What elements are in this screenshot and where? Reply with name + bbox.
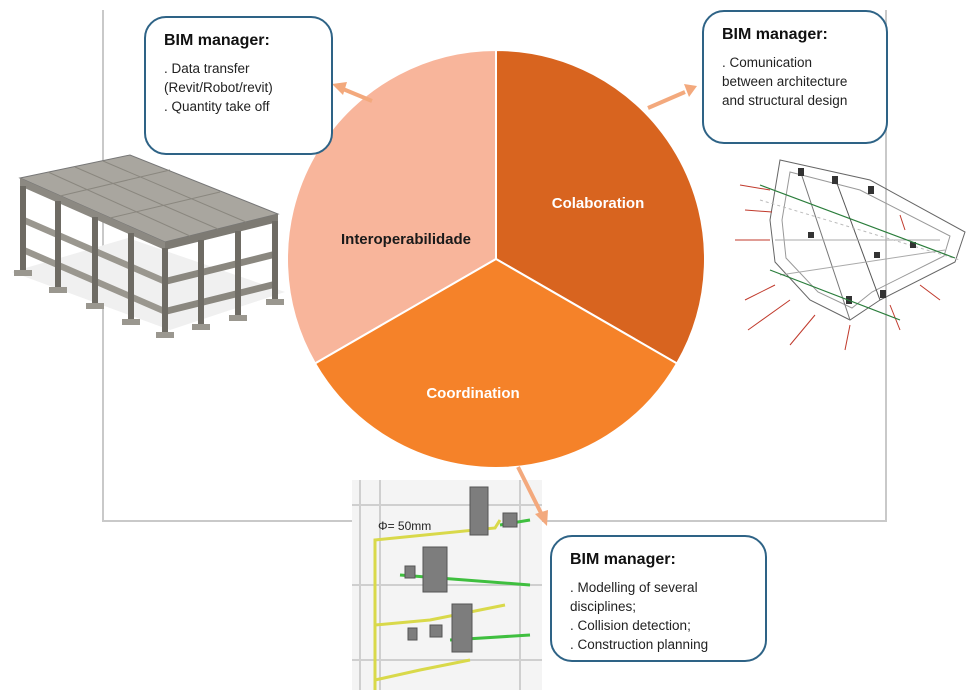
callout-line: between architecture (722, 74, 848, 89)
callout-line: . Modelling of several (570, 580, 698, 595)
pie-chart: Interoperabilidade ColaborationCoordinati… (286, 48, 706, 469)
pie-label-interop: Interoperabilidade (341, 231, 471, 248)
pie-label-colab: Colaboration (552, 195, 645, 212)
arrowhead-bottom (535, 510, 548, 526)
callout-title: BIM manager: (570, 551, 676, 568)
callout-line: . Construction planning (570, 637, 709, 652)
pipe-model-image: Φ= 50mm (352, 480, 542, 690)
callout-line: . Quantity take off (164, 99, 270, 114)
floor-plan-image (735, 159, 966, 351)
callout-title: BIM manager: (722, 26, 828, 43)
arrow-to-bottom (516, 466, 543, 514)
building-model-image (12, 154, 285, 338)
connector-arrows (332, 82, 697, 526)
callout-line: . Collision detection; (570, 618, 691, 633)
pipe-diameter-label: Φ= 50mm (378, 519, 431, 533)
callout-line: (Revit/Robot/revit) (164, 80, 273, 95)
callout-coordination: BIM manager: . Modelling of several disc… (550, 535, 767, 662)
callout-line: and structural design (722, 93, 848, 108)
callout-interoperability: BIM manager: . Data transfer (Revit/Robo… (144, 16, 333, 155)
callout-collaboration: BIM manager: . Comunication between arch… (702, 10, 888, 144)
callout-line: . Comunication (722, 55, 813, 70)
pie-label-coord: Coordination (426, 385, 519, 402)
arrowhead-top-left (332, 82, 347, 95)
callout-line: disciplines; (570, 599, 637, 614)
pie-segment-colab (495, 48, 706, 365)
arrowhead-top-right (684, 84, 697, 97)
arrow-to-top-left (342, 87, 373, 103)
callout-line: . Data transfer (164, 61, 250, 76)
frame-line-right (885, 10, 887, 522)
pie-segment-coord (313, 257, 679, 469)
arrow-to-top-right (647, 90, 686, 110)
callout-title: BIM manager: (164, 32, 270, 49)
